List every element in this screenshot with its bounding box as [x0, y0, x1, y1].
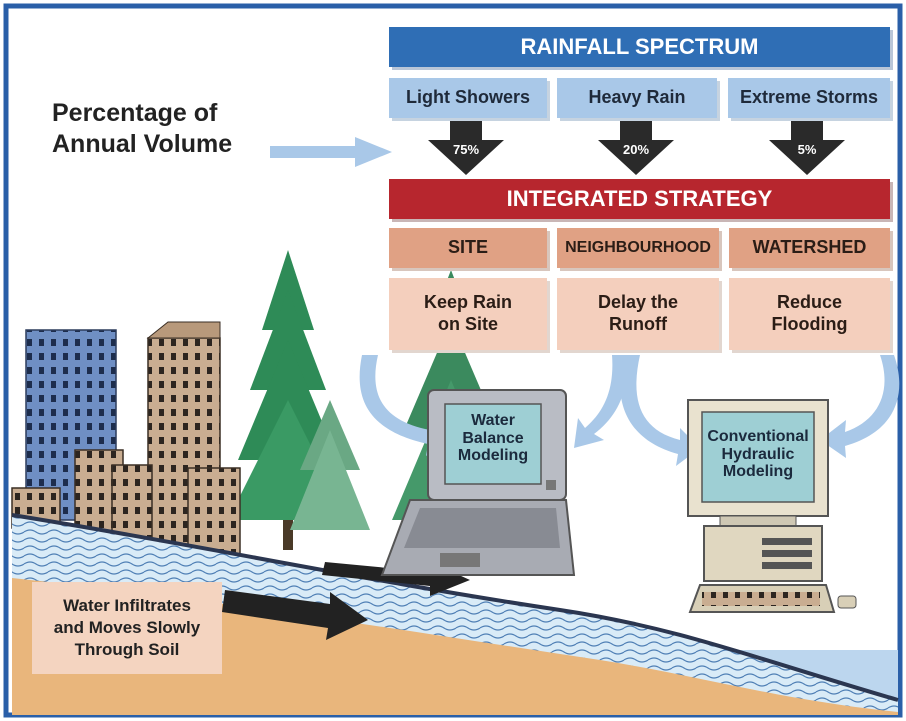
- goal-line: Runoff: [609, 314, 667, 334]
- goal-line: Reduce: [776, 292, 843, 313]
- integrated-strategy-banner: INTEGRATED STRATEGY: [389, 179, 890, 219]
- laptop-screen-line: Modeling: [457, 447, 529, 465]
- scale-neighbourhood: NEIGHBOURHOOD: [557, 228, 719, 268]
- percentage-label-line2: Annual Volume: [52, 130, 233, 159]
- laptop-screen-text: Water Balance Modeling: [445, 412, 541, 465]
- integrated-strategy-title: INTEGRATED STRATEGY: [506, 185, 773, 211]
- laptop: [380, 389, 576, 576]
- goal-line: Keep Rain: [423, 292, 513, 313]
- goal-neighbourhood: Delay the Runoff: [557, 278, 719, 350]
- percent-light-showers: 75%: [452, 142, 480, 157]
- goal-site: Keep Rain on Site: [389, 278, 547, 350]
- ground-line: [11, 513, 899, 702]
- desktop-screen-line: Hydraulic: [721, 445, 795, 463]
- rainfall-spectrum-title: RAINFALL SPECTRUM: [520, 33, 759, 59]
- desktop-screen-text: Conventional Hydraulic Modeling: [688, 428, 828, 481]
- percent-heavy-rain: 20%: [622, 142, 650, 157]
- rain-type-light-showers: Light Showers: [389, 78, 547, 118]
- soil-label-line: and Moves Slowly: [53, 617, 201, 637]
- laptop-screen-line: Balance: [462, 429, 524, 447]
- rain-type-label: Light Showers: [405, 87, 530, 108]
- soil-label-line: Through Soil: [74, 640, 180, 660]
- scale-watershed: WATERSHED: [729, 228, 890, 268]
- goal-line: Delay the: [597, 292, 679, 313]
- percentage-pointer-arrow: [270, 137, 392, 167]
- scale-label: NEIGHBOURHOOD: [565, 239, 711, 257]
- percent-extreme-storms: 5%: [797, 142, 817, 157]
- rain-type-extreme-storms: Extreme Storms: [728, 78, 890, 118]
- scale-site: SITE: [389, 228, 547, 268]
- desktop-screen-line: Conventional: [707, 428, 809, 445]
- goal-line: on Site: [437, 314, 498, 334]
- desktop-screen-line: Modeling: [722, 463, 794, 481]
- goal-watershed: Reduce Flooding: [729, 278, 890, 350]
- scale-label: WATERSHED: [752, 237, 867, 258]
- tree-small: [290, 400, 370, 530]
- soil-flow-arrow: [222, 590, 368, 640]
- rain-type-label: Heavy Rain: [588, 87, 686, 108]
- percentage-label: Percentage of Annual Volume: [52, 98, 232, 161]
- laptop-screen-line: Water: [471, 412, 515, 429]
- goal-line: Flooding: [771, 314, 848, 334]
- desktop-computer: [687, 399, 857, 613]
- rain-type-label: Extreme Storms: [739, 87, 879, 108]
- rain-type-heavy-rain: Heavy Rain: [557, 78, 717, 118]
- scale-label: SITE: [447, 237, 488, 258]
- soil-label-line: Water Infiltrates: [63, 595, 191, 615]
- percentage-label-line1: Percentage of: [52, 99, 218, 127]
- soil-infiltration-label: Water Infiltrates and Moves Slowly Throu…: [32, 582, 222, 674]
- rainfall-spectrum-banner: RAINFALL SPECTRUM: [389, 27, 890, 67]
- rain-arrows: [428, 120, 845, 175]
